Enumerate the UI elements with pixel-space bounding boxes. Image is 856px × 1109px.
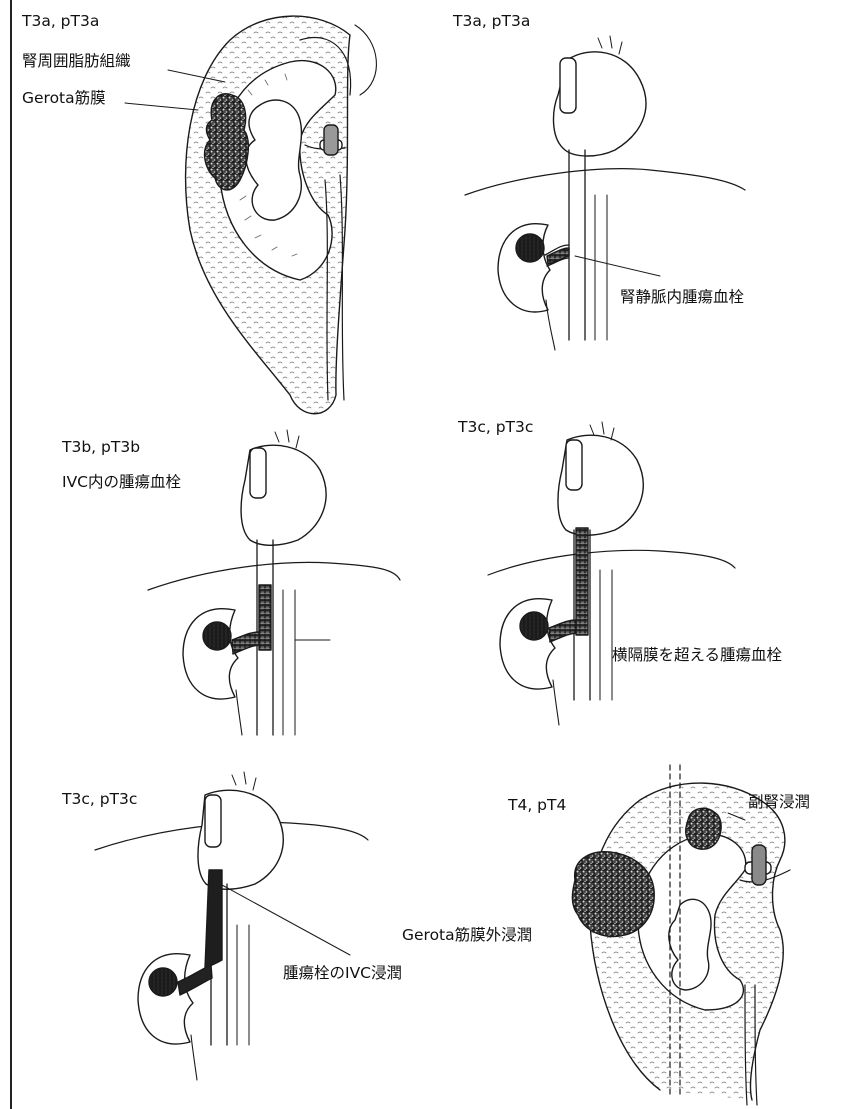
panel5-callout-ivc-invasion: 腫瘍栓のIVC浸潤 xyxy=(283,966,402,982)
panel5-stage-label: T3c, pT3c xyxy=(62,792,137,808)
panel4-supradiaphragm-thrombus xyxy=(488,422,735,725)
panel2-stage-label: T3a, pT3a xyxy=(453,14,530,30)
panel5-ivc-wall-invasion xyxy=(95,772,368,1080)
panel3-callout-ivc-thrombus: IVC内の腫瘍血栓 xyxy=(62,475,181,491)
panel3-stage-label: T3b, pT3b xyxy=(62,440,140,456)
panel2-callout-renal-vein-thrombus: 腎静脈内腫瘍血栓 xyxy=(620,290,744,306)
panel6-callout-adrenal: 副腎浸潤 xyxy=(748,795,810,811)
panel4-callout-supradiaphragm: 横隔膜を超える腫瘍血栓 xyxy=(612,648,782,664)
panel1-callout-gerota: Gerota筋膜 xyxy=(22,91,106,107)
panel6-t4-invasion xyxy=(572,765,790,1105)
panel1-stage-label: T3a, pT3a xyxy=(22,14,99,30)
panel4-stage-label: T3c, pT3c xyxy=(458,420,533,436)
panel1-kidney-section xyxy=(125,16,376,414)
panel3-ivc-thrombus xyxy=(148,430,400,735)
panel1-callout-perirenal-fat: 腎周囲脂肪組織 xyxy=(22,54,131,70)
panel6-stage-label: T4, pT4 xyxy=(508,798,566,814)
panel6-callout-extra-gerota: Gerota筋膜外浸潤 xyxy=(402,928,532,944)
